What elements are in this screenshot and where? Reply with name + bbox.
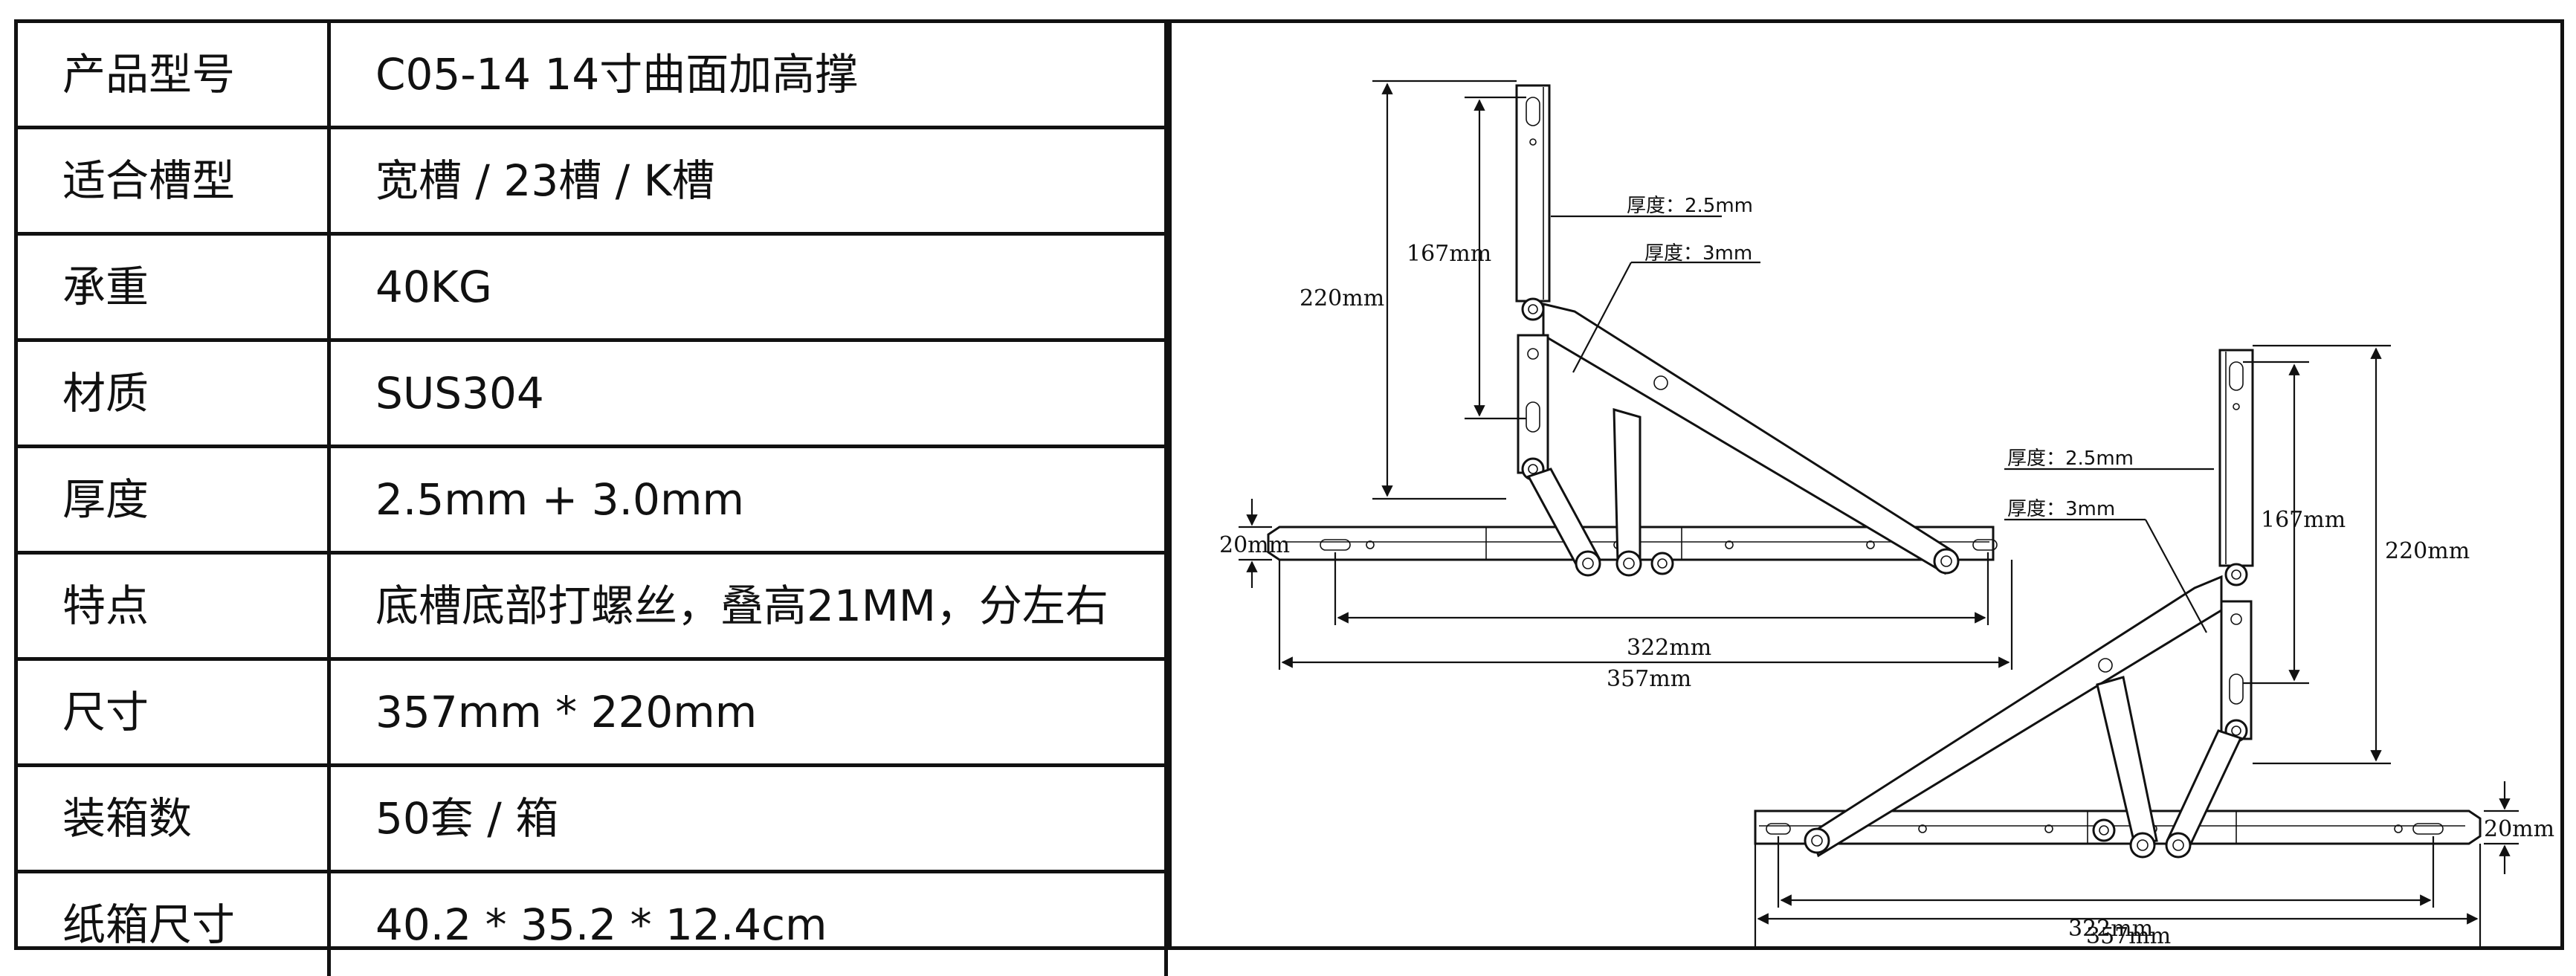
dim-height-slot: 167mm [1407, 241, 1491, 267]
spec-label: 适合槽型 [18, 128, 329, 234]
table-row: 材质 SUS304 [18, 340, 1166, 447]
dim-height-total: 220mm [2385, 538, 2470, 564]
spec-value: 40KG [329, 234, 1166, 340]
lower-link [1518, 335, 1548, 473]
upper-arm [2220, 350, 2253, 566]
spec-value: 宽槽 / 23槽 / K槽 [329, 128, 1166, 234]
spec-label: 尺寸 [18, 659, 329, 766]
thickness-upper-note: 厚度：2.5mm [1627, 195, 1753, 217]
table-row: 厚度 2.5mm + 3.0mm [18, 447, 1166, 553]
spec-label: 承重 [18, 234, 329, 340]
upper-arm [1517, 85, 1549, 301]
short-strut [1614, 410, 1640, 562]
thickness-arm-note: 厚度：3mm [1644, 242, 1752, 265]
table-row: 适合槽型 宽槽 / 23槽 / K槽 [18, 128, 1166, 234]
table-row: 承重 40KG [18, 234, 1166, 340]
spec-table: 产品型号 C05-14 14寸曲面加高撑 适合槽型 宽槽 / 23槽 / K槽 … [18, 23, 1168, 976]
table-row: 纸箱尺寸 40.2 * 35.2 * 12.4cm [18, 872, 1166, 976]
dim-height-total: 220mm [1300, 285, 1384, 311]
dim-width-inner: 322mm [1627, 635, 1711, 661]
table-row: 特点 底槽底部打螺丝，叠高21MM，分左右 [18, 553, 1166, 659]
hinge-drawings: 220mm 167mm 20mm 322mm 357mm [1172, 23, 2560, 946]
lower-link [2221, 601, 2251, 739]
technical-drawing-panel: 220mm 167mm 20mm 322mm 357mm [1168, 23, 2560, 946]
spec-label: 厚度 [18, 447, 329, 553]
spec-value: 底槽底部打螺丝，叠高21MM，分左右 [329, 553, 1166, 659]
spec-label: 纸箱尺寸 [18, 872, 329, 976]
table-row: 装箱数 50套 / 箱 [18, 766, 1166, 872]
thickness-upper-note: 厚度：2.5mm [2007, 447, 2134, 470]
spec-value: 357mm * 220mm [329, 659, 1166, 766]
dim-width-total: 357mm [1607, 666, 1691, 692]
spec-sheet-frame: 产品型号 C05-14 14寸曲面加高撑 适合槽型 宽槽 / 23槽 / K槽 … [14, 19, 2564, 950]
spec-value: 50套 / 箱 [329, 766, 1166, 872]
spec-value: 2.5mm + 3.0mm [329, 447, 1166, 553]
table-row: 尺寸 357mm * 220mm [18, 659, 1166, 766]
table-row: 产品型号 C05-14 14寸曲面加高撑 [18, 23, 1166, 128]
dim-height-slot: 167mm [2261, 507, 2346, 533]
dim-base-height: 20mm [1219, 532, 1290, 558]
spec-label: 产品型号 [18, 23, 329, 128]
spec-label: 材质 [18, 340, 329, 447]
spec-value: C05-14 14寸曲面加高撑 [329, 23, 1166, 128]
drawing-left: 220mm 167mm 20mm 322mm 357mm [1219, 81, 2012, 692]
drawing-right: 220mm 167mm 20mm 322mm 357mm [1755, 346, 2554, 946]
spec-value: SUS304 [329, 340, 1166, 447]
spec-label: 特点 [18, 553, 329, 659]
spec-value: 40.2 * 35.2 * 12.4cm [329, 872, 1166, 976]
thickness-arm-note: 厚度：3mm [2007, 498, 2115, 520]
spec-label: 装箱数 [18, 766, 329, 872]
dim-width-total: 357mm [2086, 923, 2171, 946]
dim-base-height: 20mm [2484, 816, 2554, 842]
